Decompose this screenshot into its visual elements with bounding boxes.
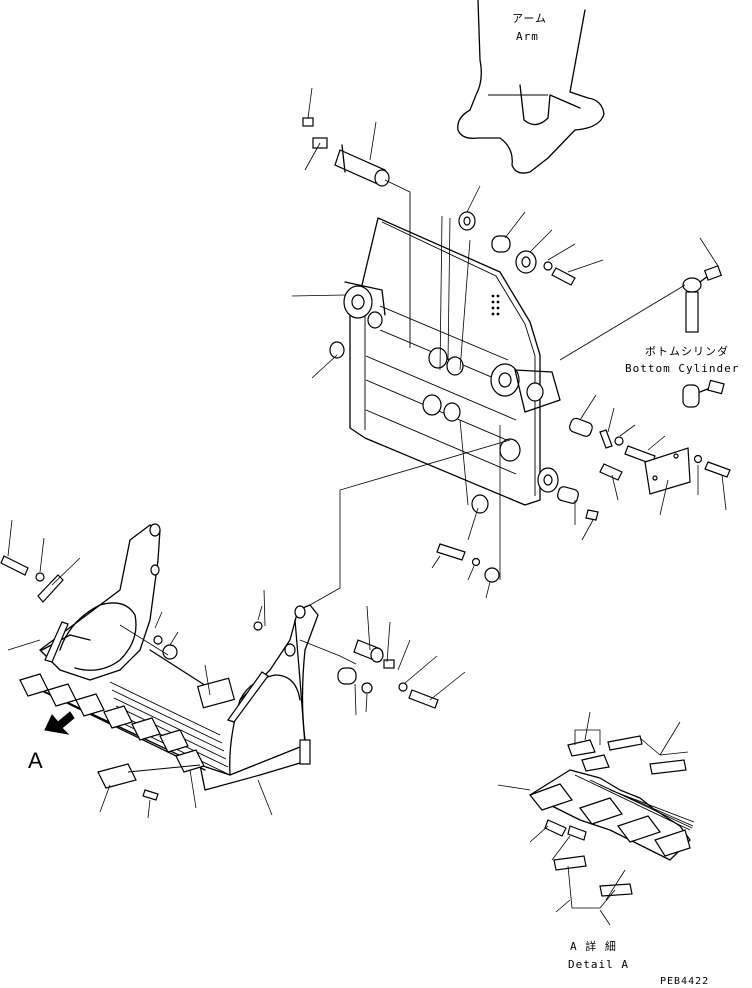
bottom-cylinder-label-en: Bottom Cylinder xyxy=(625,362,740,375)
leader-lines xyxy=(7,87,727,926)
bottom-cylinder-label-jp: ボトムシリンダ xyxy=(645,345,729,358)
arm-label-jp: アーム xyxy=(512,12,548,25)
tooth-pin-lower xyxy=(97,763,201,801)
view-a-label: A xyxy=(28,748,43,773)
drawing-code: PEB4422 xyxy=(660,976,710,987)
bracket-plate xyxy=(329,217,561,506)
bucket xyxy=(19,523,319,791)
arm-label-en: Arm xyxy=(516,30,539,43)
bottom-cylinder xyxy=(682,265,725,408)
small-hardware xyxy=(436,211,731,583)
bucket-side-pin xyxy=(337,639,439,709)
detail-a-label-en: Detail A xyxy=(568,958,629,971)
arm-outline xyxy=(457,0,605,174)
bucket-left-hardware xyxy=(0,555,263,660)
detail-a-label-jp: A 詳 細 xyxy=(570,940,617,953)
view-arrow-a xyxy=(44,711,75,735)
detail-a-view xyxy=(529,735,695,897)
